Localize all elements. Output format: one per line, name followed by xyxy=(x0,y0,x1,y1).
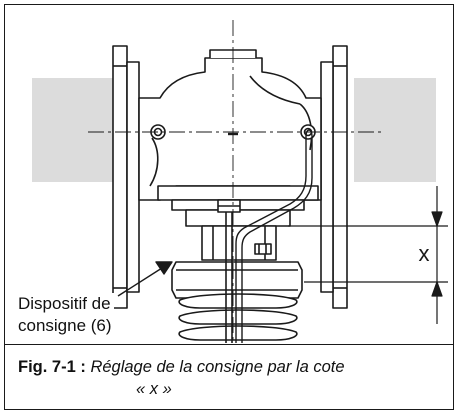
callout-line-1: Dispositif de xyxy=(18,294,111,313)
leader-arrow xyxy=(117,261,173,297)
figure-caption: Fig. 7-1 : Réglage de la consigne par la… xyxy=(18,356,438,400)
spring xyxy=(178,293,298,341)
left-flange xyxy=(112,45,140,309)
pipe-right xyxy=(354,78,436,182)
caption-number: Fig. 7-1 : xyxy=(18,358,86,376)
right-flange xyxy=(320,45,348,309)
setpoint-adjuster xyxy=(171,261,303,299)
control-line xyxy=(235,129,313,343)
pipe-left xyxy=(32,78,114,182)
caption-text-line1: Réglage de la consigne par la cote xyxy=(90,358,345,376)
caption-divider xyxy=(4,344,454,345)
caption-text-line2: « x » xyxy=(136,380,172,398)
callout-label: Dispositif de consigne (6) xyxy=(18,293,114,337)
dimension-x xyxy=(288,186,448,324)
valve-body xyxy=(138,57,322,201)
bonnet-plate xyxy=(157,185,319,201)
callout-line-2: consigne (6) xyxy=(18,316,112,335)
dimension-label: x xyxy=(419,241,430,266)
